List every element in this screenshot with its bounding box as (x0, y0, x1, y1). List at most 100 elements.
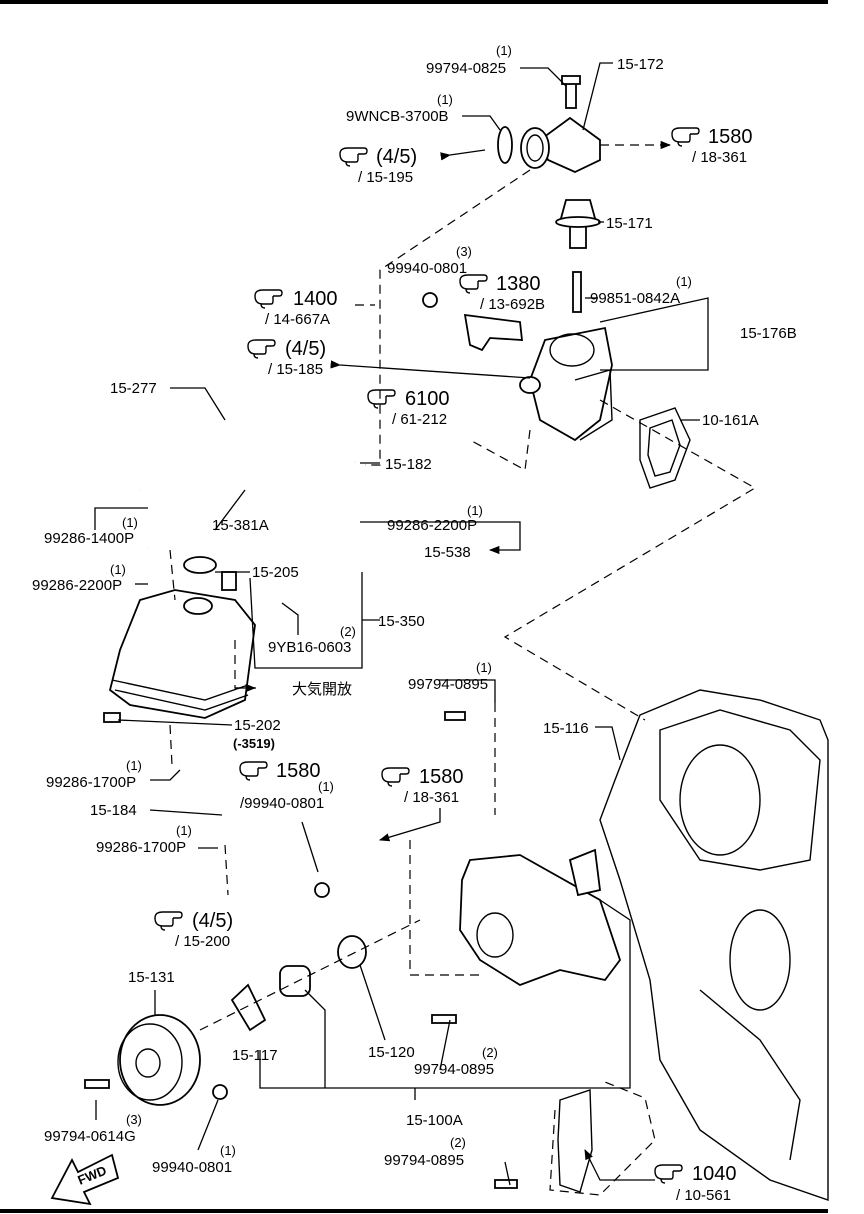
hand-pointer-icon (381, 767, 410, 787)
svg-text:1580: 1580 (708, 126, 753, 148)
hand-pointer-icon (671, 127, 700, 147)
svg-text:(4/5): (4/5) (376, 146, 417, 168)
part-label: 99286-1700P (46, 774, 136, 791)
part-label: 99940-0801 (152, 1159, 232, 1176)
ref-1400: 1400 / 14-667A (254, 288, 338, 328)
stud-drawing (572, 271, 582, 313)
part-label: 99286-2200P (32, 577, 122, 594)
part-sub: (-3519) (233, 736, 275, 751)
svg-text:(4/5): (4/5) (285, 338, 326, 360)
part-label: 99794-0895 (408, 676, 488, 693)
part-qty: (3) (456, 244, 472, 259)
part-label: 9YB16-0603 (268, 639, 351, 656)
part-label: 大気開放 (292, 681, 352, 698)
part-qty: (1) (496, 43, 512, 58)
part-label: 15-172 (617, 56, 664, 73)
part-label: 15-184 (90, 802, 137, 819)
part-label: 15-350 (378, 613, 425, 630)
part-qty: (1) (220, 1143, 236, 1158)
svg-text:/ 13-692B: / 13-692B (480, 296, 545, 313)
part-qty: (1) (437, 92, 453, 107)
hand-pointer-icon (654, 1164, 683, 1184)
water-pump-drawing (459, 848, 622, 986)
hand-pointer-icon (247, 339, 276, 359)
bracket-1040-drawing (557, 1089, 593, 1193)
svg-text:/ 15-200: / 15-200 (175, 933, 230, 950)
svg-text:/ 61-212: / 61-212 (392, 411, 447, 428)
ref-45-200: (4/5) / 15-200 (154, 910, 233, 950)
hand-pointer-icon (367, 389, 396, 409)
thermostat-cover-drawing (497, 75, 601, 173)
nut-drawing (422, 292, 438, 308)
bearing-drawing (279, 965, 311, 997)
part-label: 99286-1400P (44, 530, 134, 547)
part-qty: (1) (110, 562, 126, 577)
ref-45-185: (4/5) / 15-185 (247, 338, 326, 378)
svg-text:/ 15-185: / 15-185 (268, 361, 323, 378)
ref-1580-mid: 1580 (239, 760, 321, 782)
part-label: 15-120 (368, 1044, 415, 1061)
svg-text:/ 18-361: / 18-361 (404, 789, 459, 806)
gasket-drawing (639, 407, 691, 489)
svg-text:/ 14-667A: / 14-667A (265, 311, 330, 328)
part-label: 15-381A (212, 517, 269, 534)
bracket-drawing (463, 313, 524, 352)
plate-drawing (230, 983, 267, 1032)
part-label: 15-205 (252, 564, 299, 581)
bolt-drawing (444, 711, 466, 721)
part-qty: (2) (340, 624, 356, 639)
part-label: 15-277 (110, 380, 157, 397)
part-qty: (2) (482, 1045, 498, 1060)
hand-pointer-icon (459, 274, 488, 294)
ref-1580-right: 1580 / 18-361 (381, 766, 464, 806)
svg-text:1580: 1580 (419, 766, 464, 788)
svg-text:1040: 1040 (692, 1163, 737, 1185)
pulley-drawing (117, 1014, 201, 1106)
part-label: 15-131 (128, 969, 175, 986)
svg-text:6100: 6100 (405, 388, 450, 410)
part-label: 99794-0614G (44, 1128, 136, 1145)
part-qty: (1) (126, 758, 142, 773)
part-qty: (2) (450, 1135, 466, 1150)
part-label: 99851-0842A (590, 290, 680, 307)
ref-1040: 1040 / 10-561 (654, 1163, 737, 1204)
part-label: 15-176B (740, 325, 797, 342)
svg-text:1580: 1580 (276, 760, 321, 782)
part-qty: (1) (467, 503, 483, 518)
part-label: 15-202 (234, 717, 281, 734)
svg-text:1400: 1400 (293, 288, 338, 310)
hand-pointer-icon (254, 289, 283, 309)
hose-15-184-drawing (179, 764, 225, 831)
part-label: 9WNCB-3700B (346, 108, 449, 125)
part-label: 99794-0895 (384, 1152, 464, 1169)
part-label: 15-538 (424, 544, 471, 561)
ref-6100: 6100 / 61-212 (367, 388, 450, 428)
part-qty: (1) (676, 274, 692, 289)
part-qty: (1) (122, 515, 138, 530)
hand-pointer-icon (339, 147, 368, 167)
part-label: 99286-2200P (387, 517, 477, 534)
part-label: 15-100A (406, 1112, 463, 1129)
svg-text:/ 10-561: / 10-561 (676, 1187, 731, 1204)
part-label: 99794-0825 (426, 60, 506, 77)
part-label: /99940-0801 (240, 795, 324, 812)
ref-1380: 1380 / 13-692B (459, 273, 545, 313)
part-qty: (3) (126, 1112, 142, 1127)
part-label: 10-161A (702, 412, 759, 429)
part-label: 15-182 (385, 456, 432, 473)
part-label: 15-117 (232, 1047, 278, 1064)
hand-pointer-icon (239, 761, 268, 781)
ref-45-195: (4/5) / 15-195 (339, 146, 417, 186)
svg-text:1380: 1380 (496, 273, 541, 295)
thermostat-drawing (555, 199, 601, 249)
part-label: 99286-1700P (96, 839, 186, 856)
thermostat-housing-drawing (519, 326, 613, 442)
hand-pointer-icon (154, 911, 183, 931)
part-label: 15-171 (606, 215, 653, 232)
svg-text:/ 15-195: / 15-195 (358, 169, 413, 186)
engine-block-drawing (599, 689, 829, 1201)
ref-1580-top: 1580 / 18-361 (671, 126, 753, 166)
svg-text:/ 18-361: / 18-361 (692, 149, 747, 166)
